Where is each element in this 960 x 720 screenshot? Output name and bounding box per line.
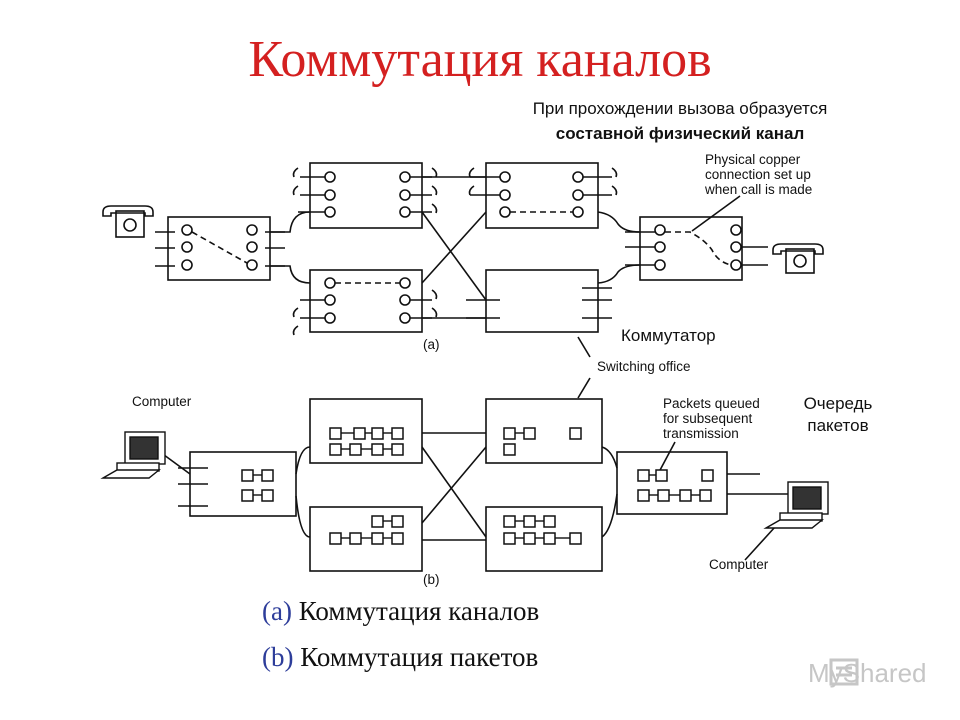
computer-right-label: Computer: [709, 557, 769, 572]
subtitle-line-1: При прохождении вызова образуется: [532, 99, 828, 118]
svg-text:Physical copper: Physical copper: [705, 152, 801, 167]
caption-a-tag: (a): [262, 596, 292, 626]
computer-right-icon: [763, 481, 829, 529]
office-a-bottom-right: [485, 269, 599, 333]
office-a-bottom-left: [309, 269, 423, 333]
office-b-right: [616, 451, 728, 515]
watermark-text: MyShared: [808, 658, 927, 688]
telephone-left-icon: [102, 205, 154, 238]
svg-text:when call is made: when call is made: [704, 182, 812, 197]
office-a-right: [639, 216, 743, 281]
subtitle-line-2: составной физический канал: [555, 124, 805, 143]
caption-b: (b) Коммутация пакетов: [262, 642, 538, 673]
caption-b-text: Коммутация пакетов: [300, 642, 539, 672]
packets-queued-label: Packets queued for subsequent transmissi…: [663, 396, 760, 441]
ochered-label: Очередь пакетов: [790, 393, 886, 437]
svg-text:connection set up: connection set up: [705, 167, 811, 182]
physical-copper-label: Physical copper connection set up when c…: [704, 152, 812, 197]
computer-left-icon: [100, 431, 166, 479]
caption-a-text: Коммутация каналов: [298, 596, 540, 626]
packet-queues: [241, 427, 714, 545]
part-a-marker: (a): [423, 337, 440, 352]
office-b-top-left: [309, 398, 423, 464]
svg-text:transmission: transmission: [663, 426, 739, 441]
watermark-logo-icon: [829, 658, 859, 686]
computer-left-label: Computer: [132, 394, 192, 409]
subtitle: При прохождении вызова образуется состав…: [470, 96, 890, 146]
part-b-marker: (b): [423, 572, 440, 587]
office-b-bottom-left: [309, 506, 423, 572]
caption-b-tag: (b): [262, 642, 294, 672]
kommutator-label: Коммутатор: [621, 325, 716, 347]
svg-text:for subsequent: for subsequent: [663, 411, 753, 426]
packet-links: [253, 432, 700, 539]
telephone-right-icon: [772, 243, 824, 274]
switching-office-label: Switching office: [597, 359, 691, 374]
svg-text:Packets queued: Packets queued: [663, 396, 760, 411]
caption-a: (a) Коммутация каналов: [262, 596, 539, 627]
office-b-top-right: [485, 398, 603, 464]
office-b-bottom-right: [485, 506, 603, 572]
page-title: Коммутация каналов: [248, 31, 712, 88]
